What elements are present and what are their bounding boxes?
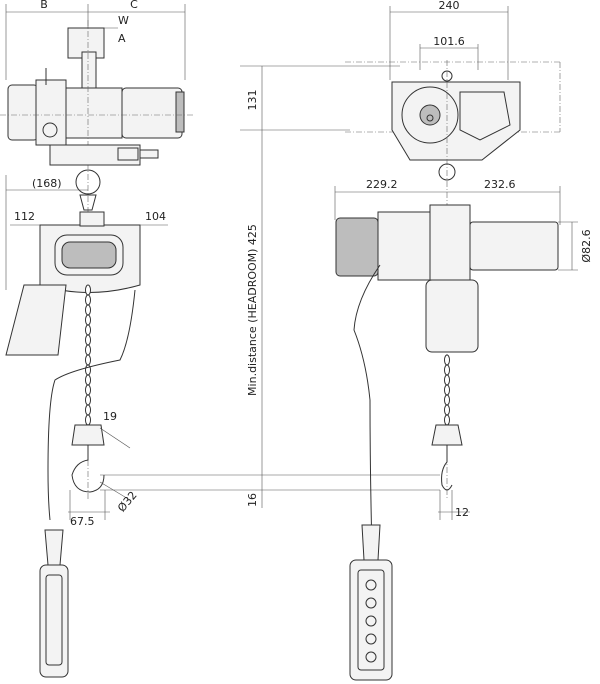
dim-168: (168): [32, 177, 62, 190]
headroom-dimension: 131 Min.distance (HEADROOM) 425 16: [100, 65, 440, 508]
dim-w: W: [118, 14, 129, 27]
dim-c: C: [130, 0, 138, 11]
dim-229-2: 229.2: [366, 178, 398, 191]
dim-b: B: [40, 0, 48, 11]
dim-19: 19: [103, 410, 117, 423]
dim-131: 131: [246, 90, 259, 111]
side-view: B C W A (168): [0, 0, 195, 678]
dim-16: 16: [246, 493, 259, 507]
dim-240: 240: [439, 0, 460, 12]
front-view: 240 101.6 229.2 232.6 Ø82.6: [334, 0, 593, 681]
dim-12: 12: [455, 506, 469, 519]
dim-32: Ø32: [115, 489, 140, 515]
dim-headroom: Min.distance (HEADROOM) 425: [246, 224, 259, 396]
dim-67-5: 67.5: [70, 515, 95, 528]
dim-101-6: 101.6: [433, 35, 465, 48]
dim-112: 112: [14, 210, 35, 223]
dim-a: A: [118, 32, 126, 45]
load-chain-right: [444, 354, 450, 426]
load-chain-left: [85, 284, 91, 426]
dim-82-6: Ø82.6: [580, 229, 593, 262]
dim-232-6: 232.6: [484, 178, 516, 191]
dim-104: 104: [145, 210, 166, 223]
